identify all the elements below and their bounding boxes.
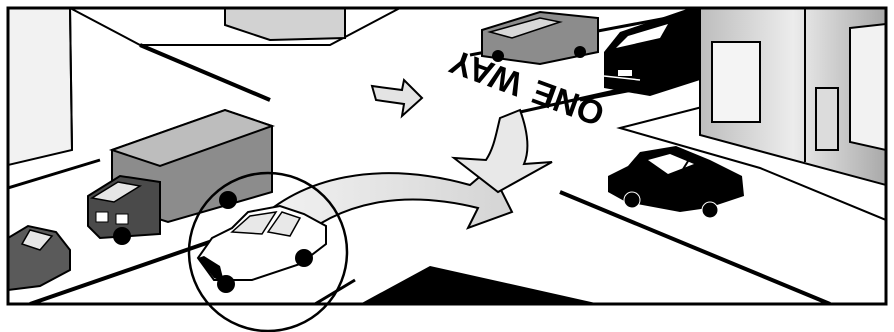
left-building — [8, 8, 72, 165]
